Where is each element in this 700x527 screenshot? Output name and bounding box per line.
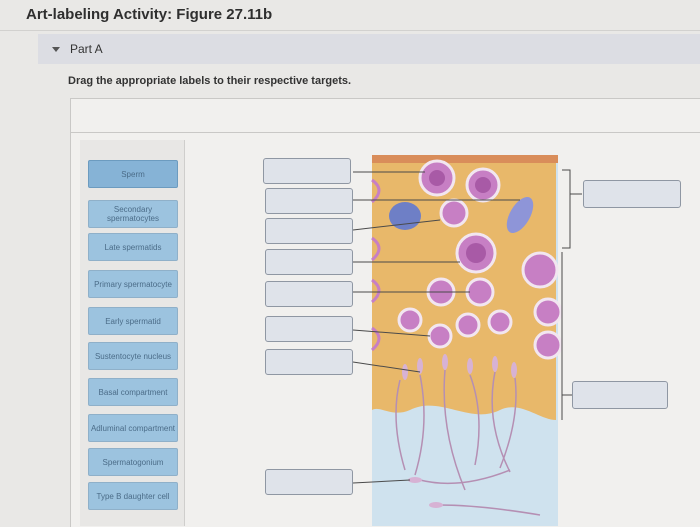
part-header-bar — [38, 34, 700, 64]
figure-basement — [372, 155, 558, 163]
caret-down-icon — [52, 46, 60, 52]
divider — [0, 30, 700, 31]
label-adluminal-compartment[interactable]: Adluminal compartment — [88, 414, 178, 442]
drop-target-5[interactable] — [265, 281, 353, 307]
instruction-text: Drag the appropriate labels to their res… — [68, 75, 352, 87]
drop-target-8[interactable] — [265, 469, 353, 495]
label-secondary-spermatocytes[interactable]: Secondary spermatocytes — [88, 200, 178, 228]
figure-cells — [370, 159, 563, 360]
panel-toolbar-divider — [70, 132, 700, 133]
drop-target-10[interactable] — [572, 381, 668, 409]
drop-target-9[interactable] — [583, 180, 681, 208]
label-type-b-daughter-cell[interactable]: Type B daughter cell — [88, 482, 178, 510]
part-a-toggle[interactable]: Part A — [38, 34, 128, 64]
label-spermatogonium[interactable]: Spermatogonium — [88, 448, 178, 476]
label-primary-spermatocyte[interactable]: Primary spermatocyte — [88, 270, 178, 298]
label-sustentocyte-nucleus[interactable]: Sustentocyte nucleus — [88, 342, 178, 370]
drop-target-6[interactable] — [265, 316, 353, 342]
figure-sperm-heads — [402, 354, 517, 508]
label-late-spermatids[interactable]: Late spermatids — [88, 233, 178, 261]
label-basal-compartment[interactable]: Basal compartment — [88, 378, 178, 406]
label-sperm[interactable]: Sperm — [88, 160, 178, 188]
figure-sperm-tails — [395, 369, 541, 516]
label-early-spermatid[interactable]: Early spermatid — [88, 307, 178, 335]
drop-target-2[interactable] — [265, 188, 353, 214]
drop-target-4[interactable] — [265, 249, 353, 275]
drop-target-3[interactable] — [265, 218, 353, 244]
leader-lines — [352, 169, 582, 484]
drop-target-1[interactable] — [263, 158, 351, 184]
drop-target-7[interactable] — [265, 349, 353, 375]
page-title: Art-labeling Activity: Figure 27.11b — [26, 6, 273, 23]
part-label: Part A — [70, 42, 103, 56]
